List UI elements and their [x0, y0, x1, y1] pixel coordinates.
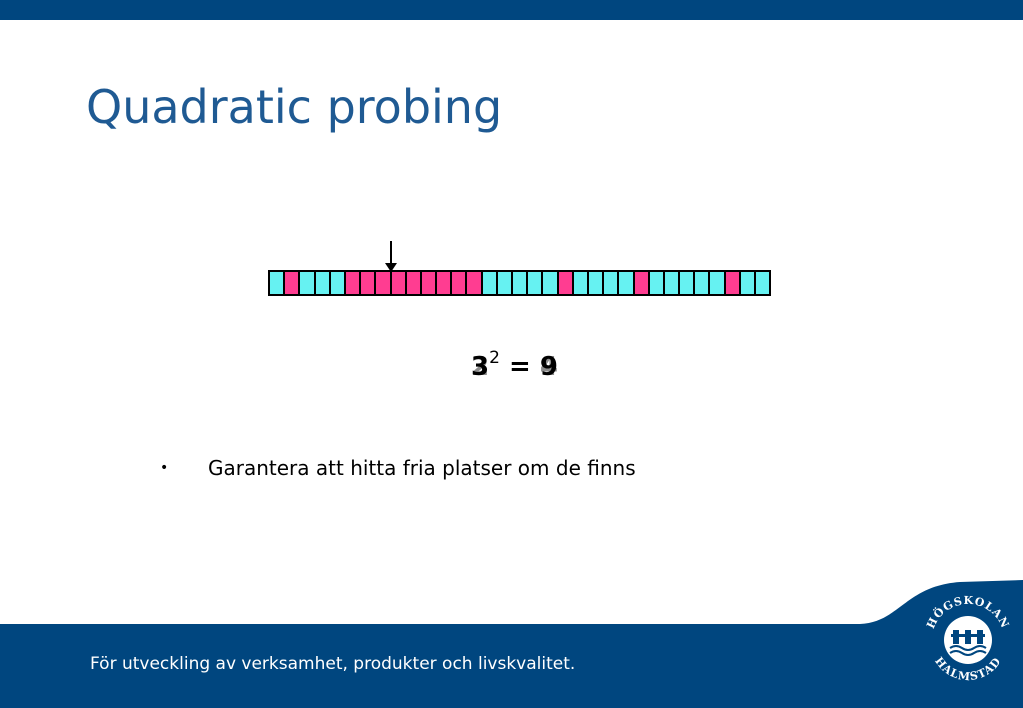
table-cell-free: [664, 272, 681, 294]
table-cell-free: [573, 272, 589, 294]
pointer-arrow-icon: [385, 241, 397, 272]
table-cell-occupied: [361, 272, 377, 294]
table-cell-free: [604, 272, 620, 294]
table-cell-free: [680, 272, 696, 294]
table-cell-occupied: [467, 272, 483, 294]
formula-base: 3: [471, 351, 490, 382]
table-cell-free: [497, 272, 513, 294]
probe-formula: 3 2 2 = 9 4: [471, 348, 558, 382]
table-cell-free: [300, 272, 316, 294]
table-cell-free: [330, 272, 346, 294]
table-cell-free: [543, 272, 559, 294]
table-cell-free: [649, 272, 665, 294]
table-cell-occupied: [285, 272, 301, 294]
table-cell-occupied: [437, 272, 453, 294]
table-cell-occupied: [725, 272, 741, 294]
table-cell-occupied: [634, 272, 650, 294]
footer-tagline: För utveckling av verksamhet, produkter …: [90, 654, 576, 674]
table-cell-free: [710, 272, 726, 294]
table-cell-free: [756, 272, 770, 294]
table-cell-free: [513, 272, 529, 294]
table-cell-free: [528, 272, 544, 294]
footer-band: [0, 624, 1023, 708]
table-cell-occupied: [376, 272, 392, 294]
table-cell-free: [482, 272, 498, 294]
table-cell-free: [270, 272, 286, 294]
formula-equals: =: [508, 351, 531, 382]
table-cell-free: [588, 272, 605, 294]
table-cell-occupied: [345, 272, 362, 294]
bullet-item: • Garantera att hitta fria platser om de…: [160, 456, 636, 480]
bullet-list: • Garantera att hitta fria platser om de…: [160, 456, 636, 480]
table-cell-free: [740, 272, 756, 294]
table-cell-free: [315, 272, 331, 294]
formula-base-ghost: 2: [471, 351, 490, 382]
hash-table: [268, 270, 772, 296]
bullet-dot-icon: •: [160, 460, 169, 476]
table-cell-occupied: [452, 272, 468, 294]
bullet-text: Garantera att hitta fria platser om de f…: [208, 456, 636, 480]
top-brand-bar: [0, 0, 1023, 20]
table-cell-occupied: [391, 272, 407, 294]
slide-title: Quadratic probing: [86, 80, 503, 134]
formula-result-ghost: 4: [539, 351, 558, 382]
table-cell-occupied: [406, 272, 422, 294]
table-cell-occupied: [421, 272, 438, 294]
halmstad-university-logo-icon: HÖGSKOLAN HALMSTAD: [924, 594, 1011, 684]
table-cell-occupied: [558, 272, 574, 294]
table-cell-free: [695, 272, 711, 294]
formula-exponent: 2: [489, 348, 500, 368]
table-cell-free: [619, 272, 635, 294]
formula-result: 9: [539, 351, 558, 382]
